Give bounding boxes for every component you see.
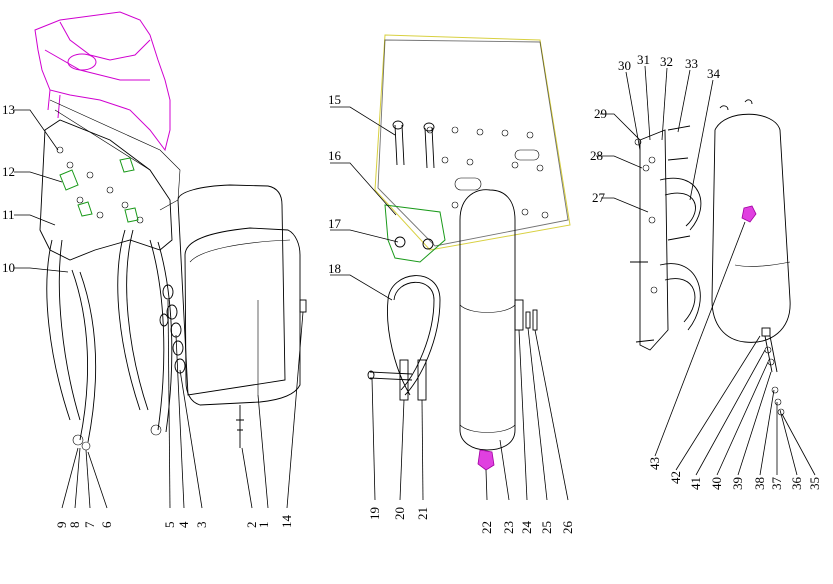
engine-block	[34, 11, 181, 211]
callout-21: 21	[415, 507, 430, 520]
callout-23: 23	[501, 521, 516, 534]
callout-39: 39	[730, 477, 745, 490]
middle-assembly	[330, 34, 571, 501]
callout-31: 31	[637, 52, 650, 67]
callout-32: 32	[660, 54, 673, 69]
callout-18: 18	[328, 261, 341, 276]
callout-12: 12	[2, 164, 15, 179]
callout-11: 11	[2, 207, 15, 222]
left-assembly	[14, 11, 307, 509]
callout-37: 37	[769, 477, 784, 491]
callout-7: 7	[82, 521, 97, 528]
left-straps	[46, 229, 173, 451]
callout-6: 6	[99, 521, 114, 528]
callout-27: 27	[592, 190, 606, 205]
callout-26: 26	[560, 521, 575, 535]
twin-air-tanks	[177, 184, 307, 448]
callout-4: 4	[176, 521, 191, 528]
callout-40: 40	[709, 477, 724, 490]
callout-5: 5	[162, 522, 177, 529]
callout-2: 2	[244, 522, 259, 529]
callout-24: 24	[519, 521, 534, 535]
callout-3: 3	[194, 522, 209, 529]
callout-25: 25	[539, 521, 554, 534]
callout-28: 28	[590, 148, 603, 163]
callout-19: 19	[367, 507, 382, 520]
callout-16: 16	[328, 148, 342, 163]
middle-leader-lines	[330, 106, 569, 501]
callout-36: 36	[789, 477, 804, 491]
callout-15: 15	[328, 92, 341, 107]
callout-9: 9	[54, 522, 69, 529]
callout-1: 1	[256, 522, 271, 529]
middle-tank	[459, 189, 538, 471]
callout-30: 30	[618, 58, 631, 73]
callout-20: 20	[392, 507, 407, 520]
right-assembly	[596, 65, 816, 476]
callout-34: 34	[707, 66, 721, 81]
callout-29: 29	[594, 106, 607, 121]
callout-41: 41	[688, 477, 703, 490]
callout-38: 38	[752, 477, 767, 490]
callout-17: 17	[328, 216, 342, 231]
frame-holes	[56, 146, 144, 224]
callout-13: 13	[2, 102, 15, 117]
plate-holes	[426, 126, 549, 219]
tank-clamp	[367, 275, 441, 401]
callout-42: 42	[668, 471, 683, 484]
callout-33: 33	[685, 56, 698, 71]
callout-labels: 1 2 3 4 5 6 7 8 9 10 11 12 13 14 15 16 1…	[2, 52, 822, 534]
right-bolts	[630, 125, 691, 343]
callout-43: 43	[647, 457, 662, 470]
right-leader-lines	[596, 65, 816, 476]
right-tank	[711, 99, 791, 416]
callout-8: 8	[67, 522, 82, 529]
callout-22: 22	[479, 521, 494, 534]
callout-10: 10	[2, 260, 15, 275]
callout-35: 35	[807, 477, 822, 490]
left-leader-lines	[14, 109, 304, 509]
callout-14: 14	[279, 515, 294, 529]
